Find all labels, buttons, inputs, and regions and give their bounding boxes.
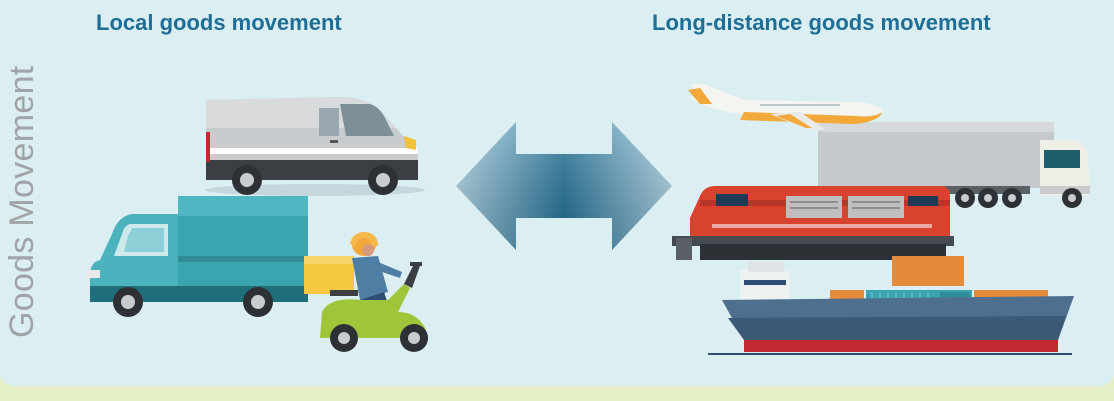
long-distance-heading: Long-distance goods movement [652, 10, 991, 35]
container-ship-icon [708, 256, 1074, 355]
box-truck-icon [86, 196, 308, 317]
delivery-scooter-icon [304, 232, 428, 352]
freight-locomotive-icon [672, 186, 954, 260]
goods-movement-panel: Goods Movement Local goods movement Long… [0, 0, 1114, 386]
double-headed-arrow-icon [456, 122, 672, 250]
local-heading: Local goods movement [96, 10, 342, 35]
delivery-van-icon [205, 97, 425, 196]
airplane-icon [688, 84, 884, 130]
illustration-canvas [86, 84, 1090, 355]
semi-truck-icon [818, 122, 1090, 208]
